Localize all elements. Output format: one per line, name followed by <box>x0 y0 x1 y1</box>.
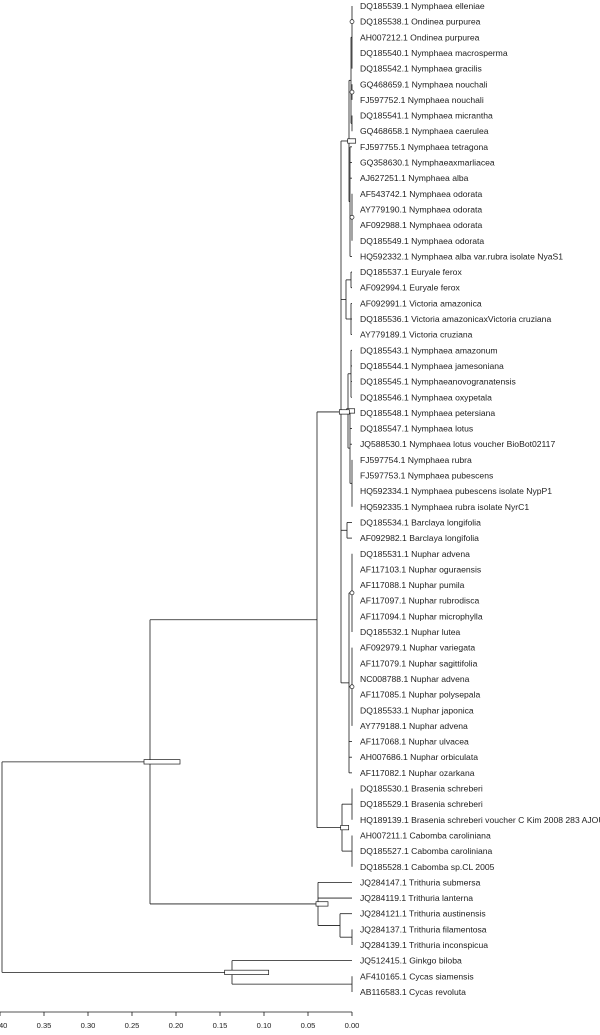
leaf-label: FJ597755.1 Nymphaea tetragona <box>360 142 488 152</box>
leaf-label: HQ592335.1 Nymphaea rubra isolate NyrC1 <box>360 502 529 512</box>
leaf-label: HQ592334.1 Nymphaea pubescens isolate Ny… <box>360 486 552 496</box>
leaf-label: FJ597754.1 Nymphaea rubra <box>360 455 472 465</box>
axis-tick-label: 0.40 <box>0 1021 7 1030</box>
leaf-label: AH007686.1 Nuphar orbiculata <box>360 752 478 762</box>
leaf-label: DQ185536.1 Victoria amazonicaxVictoria c… <box>360 314 551 324</box>
node-marker <box>349 19 355 24</box>
leaf-label: DQ185537.1 Euryale ferox <box>360 267 462 277</box>
leaf-label: AF092982.1 Barclaya longifolia <box>360 533 479 543</box>
leaf-label: JQ284139.1 Trithuria inconspicua <box>360 940 488 950</box>
leaf-label: JQ284147.1 Trithuria submersa <box>360 877 481 887</box>
leaf-label: DQ185530.1 Brasenia schreberi <box>360 784 483 794</box>
leaf-label: DQ185544.1 Nymphaea jamesoniana <box>360 361 504 371</box>
leaf-label: DQ185539.1 Nymphaea elleniae <box>360 1 485 11</box>
leaf-label: DQ185528.1 Cabomba sp.CL 2005 <box>360 862 495 872</box>
leaf-label: DQ185549.1 Nymphaea odorata <box>360 236 484 246</box>
leaf-label: DQ185533.1 Nuphar japonica <box>360 705 474 715</box>
node-bar <box>338 409 350 415</box>
node-bar <box>224 969 270 975</box>
leaf-label: DQ185542.1 Nymphaea gracilis <box>360 64 482 74</box>
leaf-label: AB116583.1 Cycas revoluta <box>360 987 466 997</box>
node-bar <box>340 825 350 831</box>
leaf-label: DQ185547.1 Nymphaea lotus <box>360 424 473 434</box>
leaf-label: JQ588530.1 Nymphaea lotus voucher BioBot… <box>360 439 555 449</box>
node-bar <box>315 901 329 907</box>
leaf-label: GQ358630.1 Nymphaeaxmarliacea <box>360 158 495 168</box>
leaf-label: HQ189139.1 Brasenia schreberi voucher C … <box>360 815 600 825</box>
leaf-label: FJ597752.1 Nymphaea nouchali <box>360 95 484 105</box>
leaf-label: NC008788.1 Nuphar advena <box>360 674 470 684</box>
leaf-label: DQ185541.1 Nymphaea micrantha <box>360 111 493 121</box>
node-boxes <box>143 19 357 975</box>
leaf-label: AY779189.1 Victoria cruziana <box>360 330 473 340</box>
axis-tick-label: 0.10 <box>257 1021 272 1030</box>
leaf-label: AH007212.1 Ondinea purpurea <box>360 32 480 42</box>
leaf-label: JQ284121.1 Trithuria austinensis <box>360 909 486 919</box>
distance-axis: 0.40 0.35 0.30 0.25 0.20 0.15 0.10 0.05 0.00 <box>0 1011 360 1030</box>
leaf-label: AF092994.1 Euryale ferox <box>360 283 461 293</box>
leaf-label: DQ185529.1 Brasenia schreberi <box>360 799 483 809</box>
axis-tick-label: 0.25 <box>125 1021 140 1030</box>
leaf-label: AF092991.1 Victoria amazonica <box>360 298 482 308</box>
node-bar <box>347 138 357 144</box>
leaf-label: AF117097.1 Nuphar rubrodisca <box>360 596 479 606</box>
leaf-label: AY779190.1 Nymphaea odorata <box>360 204 482 214</box>
leaf-label: AF117068.1 Nuphar ulvacea <box>360 737 469 747</box>
leaf-label: AF117085.1 Nuphar polysepala <box>360 690 480 700</box>
leaf-label: AF410165.1 Cycas siamensis <box>360 971 474 981</box>
leaf-label: DQ185532.1 Nuphar lutea <box>360 627 461 637</box>
node-marker <box>349 89 355 95</box>
axis-tick-label: 0.05 <box>301 1021 316 1030</box>
leaf-label: JQ284137.1 Trithuria filamentosa <box>360 924 487 934</box>
axis-tick-label: 0.30 <box>81 1021 96 1030</box>
leaf-label: AY779188.1 Nuphar advena <box>360 721 468 731</box>
leaf-label: AH007211.1 Cabomba caroliniana <box>360 830 491 840</box>
leaf-label: AF092988.1 Nymphaea odorata <box>360 220 483 230</box>
axis-tick-label: 0.20 <box>169 1021 184 1030</box>
leaf-label: GQ468658.1 Nymphaea caerulea <box>360 126 489 136</box>
leaf-label: AF543742.1 Nymphaea odorata <box>360 189 483 199</box>
leaf-label: AF117082.1 Nuphar ozarkana <box>360 768 475 778</box>
leaf-label: DQ185540.1 Nymphaea macrosperma <box>360 48 508 58</box>
leaf-label: DQ185538.1 Ondinea purpurea <box>360 17 481 27</box>
axis-tick-label: 0.00 <box>345 1021 360 1030</box>
leaf-label: AF117088.1 Nuphar pumila <box>360 580 465 590</box>
node-marker <box>349 214 355 220</box>
leaf-label: AF117079.1 Nuphar sagittifolia <box>360 658 478 668</box>
leaf-label: DQ185546.1 Nymphaea oxypetala <box>360 392 492 402</box>
leaf-label: DQ185527.1 Cabomba caroliniana <box>360 846 493 856</box>
leaf-label: FJ597753.1 Nymphaea pubescens <box>360 471 493 481</box>
node-marker <box>349 684 355 690</box>
tree-branches <box>1 6 353 992</box>
leaf-label: AF117094.1 Nuphar microphylla <box>360 611 483 621</box>
leaf-label: DQ185545.1 Nymphaeanovogranatensis <box>360 377 516 387</box>
node-bar <box>143 759 181 765</box>
leaf-label: JQ512415.1 Ginkgo biloba <box>360 956 462 966</box>
axis-tick-label: 0.35 <box>37 1021 52 1030</box>
leaf-label: AF092979.1 Nuphar variegata <box>360 643 475 653</box>
leaf-label: DQ185534.1 Barclaya longifolia <box>360 517 481 527</box>
leaf-label: HQ592332.1 Nymphaea alba var.rubra isola… <box>360 251 563 261</box>
leaf-label: DQ185543.1 Nymphaea amazonum <box>360 345 498 355</box>
leaf-label: JQ284119.1 Trithuria lanterna <box>360 893 473 903</box>
leaf-label: AF117103.1 Nuphar oguraensis <box>360 564 481 574</box>
leaf-label: GQ468659.1 Nymphaea nouchali <box>360 79 488 89</box>
node-marker <box>349 590 355 596</box>
leaf-label: DQ185531.1 Nuphar advena <box>360 549 470 559</box>
leaf-label: DQ185548.1 Nymphaea petersiana <box>360 408 495 418</box>
axis-tick-label: 0.15 <box>213 1021 228 1030</box>
leaf-label: AJ627251.1 Nymphaea alba <box>360 173 469 183</box>
